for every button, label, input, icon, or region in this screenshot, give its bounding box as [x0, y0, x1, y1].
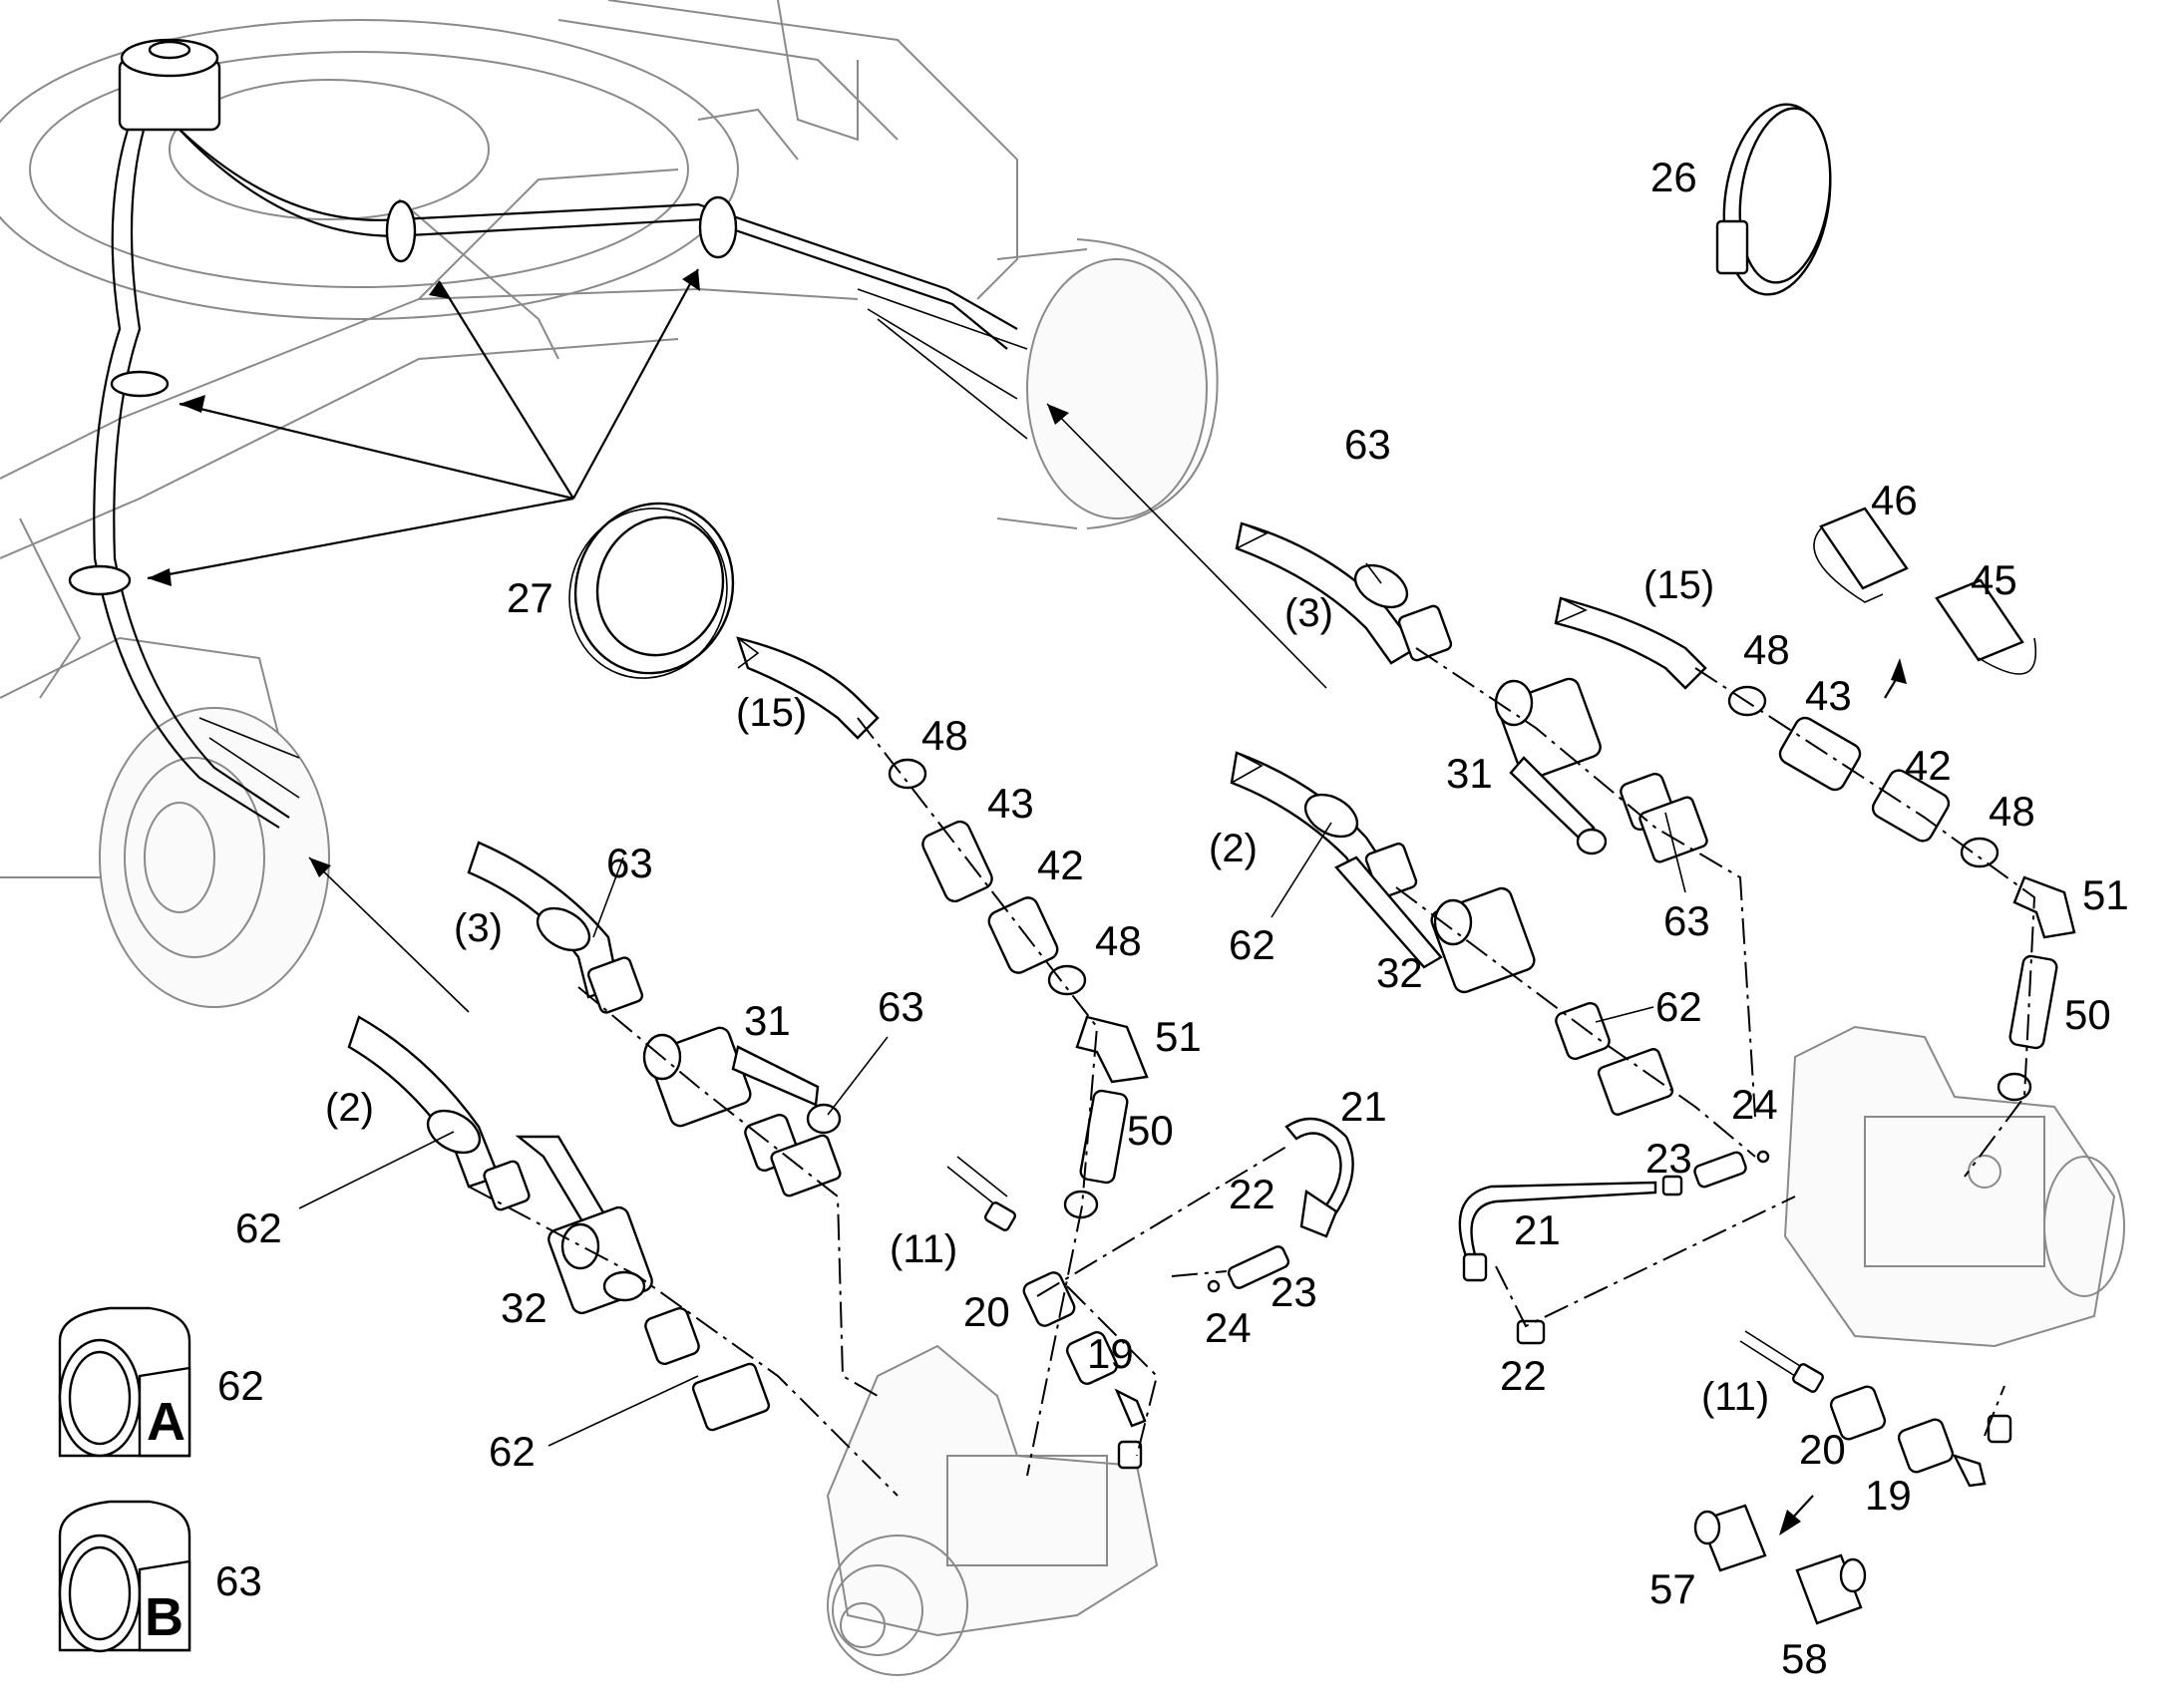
- callout-11-right: (11): [1701, 1375, 1769, 1419]
- callout-48-right-a: 48: [1743, 626, 1790, 673]
- callout-3-left: (3): [454, 906, 503, 950]
- callout-24-left: 24: [1205, 1304, 1252, 1351]
- callout-19-right: 19: [1865, 1472, 1912, 1519]
- right-travel-motor: [1783, 1025, 2125, 1348]
- legend-number-63: 63: [215, 1557, 262, 1604]
- callout-50-right: 50: [2064, 991, 2111, 1038]
- left-fitting-group: [946, 1117, 1354, 1470]
- callout-3-right: (3): [1284, 591, 1333, 635]
- callout-63-left-b: 63: [878, 983, 924, 1030]
- callout-20-right: 20: [1799, 1426, 1846, 1473]
- left-travel-motor: [826, 1344, 1159, 1676]
- machine-hose-routing: [68, 38, 1028, 829]
- callout-24-right: 24: [1731, 1081, 1778, 1128]
- callout-51-right: 51: [2082, 871, 2129, 918]
- callout-63-right: 63: [1663, 897, 1710, 944]
- callout-48-right-b: 48: [1989, 788, 2035, 835]
- callout-labels: 26 27 63 (3) (15) 48 46 45 43 31 42 48 (…: [235, 154, 2129, 1682]
- callout-20-left: 20: [963, 1288, 1010, 1335]
- callout-62-right-b: 62: [1655, 983, 1702, 1030]
- right-hose-group: [1230, 521, 2076, 1116]
- callout-15-right: (15): [1643, 563, 1714, 607]
- callout-50-left: 50: [1127, 1107, 1174, 1154]
- callout-62-left-a: 62: [235, 1204, 282, 1251]
- callout-22-left: 22: [1229, 1171, 1275, 1217]
- legend-box-b: B 63: [58, 1500, 262, 1653]
- callout-42-right: 42: [1905, 742, 1952, 789]
- callout-46: 46: [1871, 477, 1918, 523]
- callout-48-left-a: 48: [921, 712, 968, 759]
- machine-frame-background: [0, 0, 1219, 1008]
- callout-27: 27: [507, 574, 553, 621]
- right-fitting-group: [1458, 1150, 1770, 1345]
- legend-number-62: 62: [217, 1362, 264, 1409]
- callout-21-left: 21: [1340, 1083, 1387, 1130]
- callout-43-left: 43: [987, 780, 1034, 827]
- callout-63-top: 63: [1344, 421, 1391, 468]
- assembly-centerlines: [468, 647, 2036, 1497]
- callout-23-left: 23: [1271, 1268, 1317, 1315]
- callout-19-left: 19: [1087, 1330, 1134, 1377]
- machine-leader-lines: [147, 268, 1327, 1013]
- callout-2-left: (2): [325, 1086, 374, 1130]
- left-hose-group: [347, 636, 1149, 1432]
- quick-couplings-46-45: [1813, 507, 2036, 699]
- callout-57: 57: [1649, 1565, 1696, 1612]
- sealing-ring-27: [568, 502, 735, 679]
- callout-42-left: 42: [1037, 842, 1084, 888]
- callout-62-right-a: 62: [1229, 921, 1275, 968]
- strap-band-26: [1715, 103, 1832, 296]
- callout-32-left: 32: [501, 1284, 547, 1331]
- legend-letter-a: A: [147, 1392, 185, 1452]
- callout-11-left: (11): [890, 1227, 957, 1271]
- callout-62-left-b: 62: [489, 1428, 536, 1475]
- callout-63-left-a: 63: [606, 840, 653, 886]
- callout-31-right: 31: [1446, 750, 1493, 797]
- callout-32-right: 32: [1376, 949, 1423, 996]
- callout-48-left-b: 48: [1095, 917, 1142, 964]
- legend-box-a: A 62: [58, 1306, 264, 1458]
- callout-21-right: 21: [1514, 1206, 1561, 1253]
- callout-26: 26: [1650, 154, 1697, 200]
- callout-leader-lines: [298, 562, 1686, 1447]
- callout-15-left: (15): [736, 691, 807, 735]
- legend-letter-b: B: [145, 1587, 183, 1647]
- callout-43-right: 43: [1805, 672, 1852, 719]
- callout-45: 45: [1971, 556, 2017, 603]
- callout-58: 58: [1781, 1635, 1828, 1682]
- right-bottom-fitting-group: [1693, 1330, 2012, 1625]
- callout-2-right: (2): [1209, 827, 1258, 870]
- callout-22-right: 22: [1500, 1352, 1547, 1399]
- callout-23-right: 23: [1645, 1135, 1692, 1182]
- callout-51-left: 51: [1155, 1013, 1202, 1060]
- callout-31-left: 31: [744, 997, 791, 1044]
